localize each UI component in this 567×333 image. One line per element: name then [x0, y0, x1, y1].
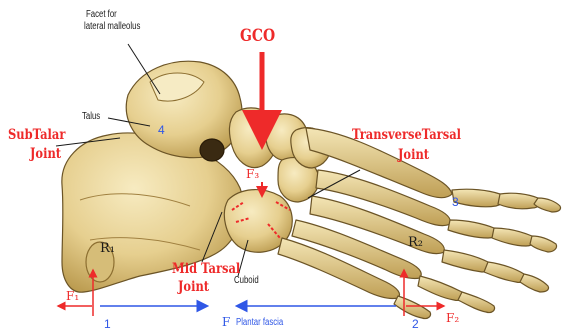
midtarsal-label-line1: Mid Tarsal	[172, 262, 240, 276]
foot-bones	[62, 61, 561, 318]
fg-label: F₃	[246, 168, 259, 180]
subtalar-label-line2: Joint	[30, 147, 61, 161]
r2-label: R₂	[408, 236, 423, 249]
point-2-label: 2	[412, 318, 419, 330]
transverse-label-line1: TransverseTarsal	[352, 128, 461, 142]
f1-label: F₁	[66, 290, 79, 302]
point-1-label: 1	[104, 318, 111, 330]
subtalar-label-line1: SubTalar	[8, 128, 65, 142]
midtarsal-label-line2: Joint	[178, 280, 209, 294]
point-4-label: 4	[158, 124, 165, 136]
r1-label: R₁	[100, 242, 115, 255]
gco-label: GCO	[240, 28, 275, 45]
facet-label-line1: Facet for	[86, 10, 117, 20]
transverse-label-line2: Joint	[398, 148, 429, 162]
point-3-label: 3	[452, 196, 459, 208]
plantar-fascia-label: Plantar fascia	[236, 318, 283, 328]
f2-label: F₂	[446, 312, 459, 324]
facet-label-line2: lateral malleolus	[84, 22, 140, 32]
cuboid-label: Cuboid	[234, 276, 259, 286]
talus-label: Talus	[82, 112, 100, 122]
fascia-force-label: F	[222, 316, 230, 328]
